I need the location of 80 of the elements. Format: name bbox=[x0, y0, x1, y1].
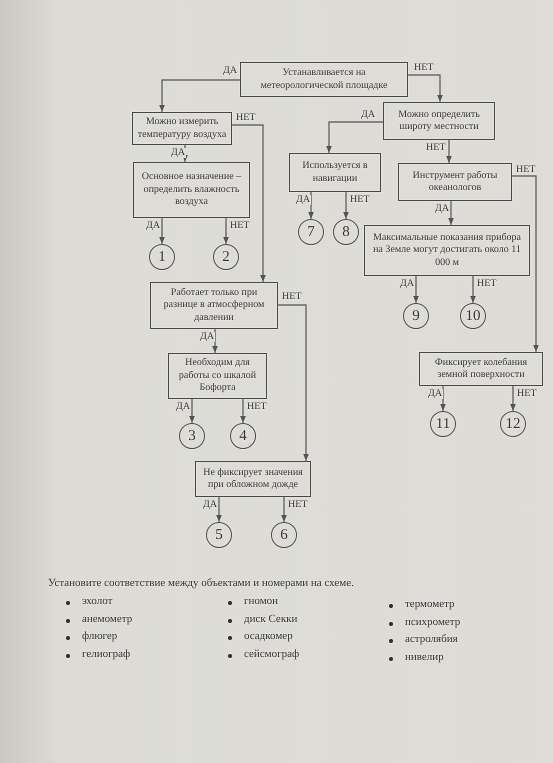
arrow bbox=[278, 304, 309, 461]
instruction-text: Установите соответствие между объектами и номерами на схеме. bbox=[48, 577, 354, 589]
arrow bbox=[182, 145, 188, 162]
list-item: психрометр bbox=[405, 616, 460, 628]
edge-label: ДА bbox=[175, 402, 192, 412]
edge-label: ДА bbox=[360, 110, 376, 120]
arrow bbox=[159, 218, 165, 244]
list-item: термометр bbox=[405, 598, 455, 610]
edge-label: ДА bbox=[170, 148, 186, 158]
question-box: Можно измерить температуру воздуха bbox=[132, 112, 232, 145]
edge-label: НЕТ bbox=[246, 402, 268, 412]
number-circle: 11 bbox=[430, 411, 456, 437]
list-item: осадкомер bbox=[244, 630, 293, 642]
edge-label: НЕТ bbox=[281, 292, 302, 302]
question-box: Основное назначение – определить влажность воздуха bbox=[133, 162, 250, 218]
edge-label: НЕТ bbox=[235, 113, 256, 123]
arrow bbox=[216, 497, 222, 522]
edge-label: НЕТ bbox=[413, 63, 434, 73]
question-box: Работает только при разнице в атмосферном давлении bbox=[150, 282, 278, 329]
question-box: Необходим для работы со шкалой Бофорта bbox=[168, 353, 267, 399]
arrow bbox=[446, 140, 452, 163]
arrow bbox=[159, 79, 240, 112]
list-item: флюгер bbox=[82, 630, 118, 642]
number-circle: 7 bbox=[298, 219, 324, 245]
list-item: гелиограф bbox=[82, 648, 130, 660]
number-circle: 4 bbox=[230, 423, 256, 449]
edge-label: НЕТ bbox=[516, 389, 538, 399]
list-item: сейсмограф bbox=[244, 648, 300, 660]
number-circle: 8 bbox=[333, 219, 359, 245]
arrow bbox=[223, 218, 229, 244]
arrow bbox=[343, 192, 349, 219]
number-circle: 3 bbox=[179, 423, 205, 449]
edge-label: ДА bbox=[202, 500, 218, 510]
arrow bbox=[232, 124, 266, 282]
arrow bbox=[408, 74, 443, 102]
list-item: нивелир bbox=[405, 650, 444, 662]
edge-label: ДА bbox=[145, 221, 162, 231]
arrow bbox=[440, 386, 446, 411]
edge-label: НЕТ bbox=[349, 195, 370, 205]
edge-label: НЕТ bbox=[425, 143, 446, 153]
arrow bbox=[512, 175, 539, 352]
arrow bbox=[470, 276, 476, 303]
list-item: диск Секки bbox=[244, 612, 298, 624]
edge-label: ДА bbox=[222, 66, 238, 76]
question-box: Можно определить широту местности bbox=[383, 102, 495, 140]
number-circle: 6 bbox=[271, 522, 297, 548]
number-circle: 2 bbox=[213, 244, 239, 270]
question-box: Не фиксирует значения при обложном дожде bbox=[195, 461, 311, 497]
edge-label: ДА bbox=[399, 279, 416, 289]
arrow bbox=[326, 121, 383, 153]
number-circle: 1 bbox=[149, 244, 175, 270]
number-circle: 5 bbox=[206, 522, 232, 548]
edge-label: ДА bbox=[427, 389, 444, 399]
number-circle: 10 bbox=[460, 303, 486, 329]
arrow bbox=[212, 329, 218, 353]
edge-label: НЕТ bbox=[287, 500, 308, 510]
number-circle: 9 bbox=[403, 303, 429, 329]
arrow bbox=[189, 399, 195, 423]
list-item: гномон bbox=[244, 595, 278, 607]
edge-label: НЕТ bbox=[515, 165, 536, 175]
question-box: Инструмент работы океанологов bbox=[398, 163, 512, 201]
list-item: астролябия bbox=[405, 633, 458, 645]
question-box: Используется в навигации bbox=[289, 153, 381, 192]
arrow bbox=[413, 276, 419, 303]
arrow bbox=[281, 497, 287, 522]
question-box: Фиксирует колебания земной поверхности bbox=[419, 352, 543, 386]
arrow bbox=[240, 399, 246, 423]
arrow bbox=[308, 192, 314, 219]
edge-label: ДА bbox=[199, 332, 216, 342]
number-circle: 12 bbox=[500, 411, 526, 437]
list-item: анемометр bbox=[82, 612, 132, 624]
edge-label: ДА bbox=[295, 195, 312, 205]
edge-label: НЕТ bbox=[476, 279, 498, 289]
edge-label: НЕТ bbox=[229, 221, 250, 231]
list-item: эхолот bbox=[82, 595, 112, 607]
question-box: Устанавливается на метеорологической площадке bbox=[240, 62, 408, 97]
arrow bbox=[510, 386, 516, 411]
arrow bbox=[448, 201, 454, 225]
question-box: Максимальные показания прибора на Земле могут достигать около 11 000 м bbox=[364, 225, 530, 276]
edge-label: ДА bbox=[434, 204, 450, 214]
